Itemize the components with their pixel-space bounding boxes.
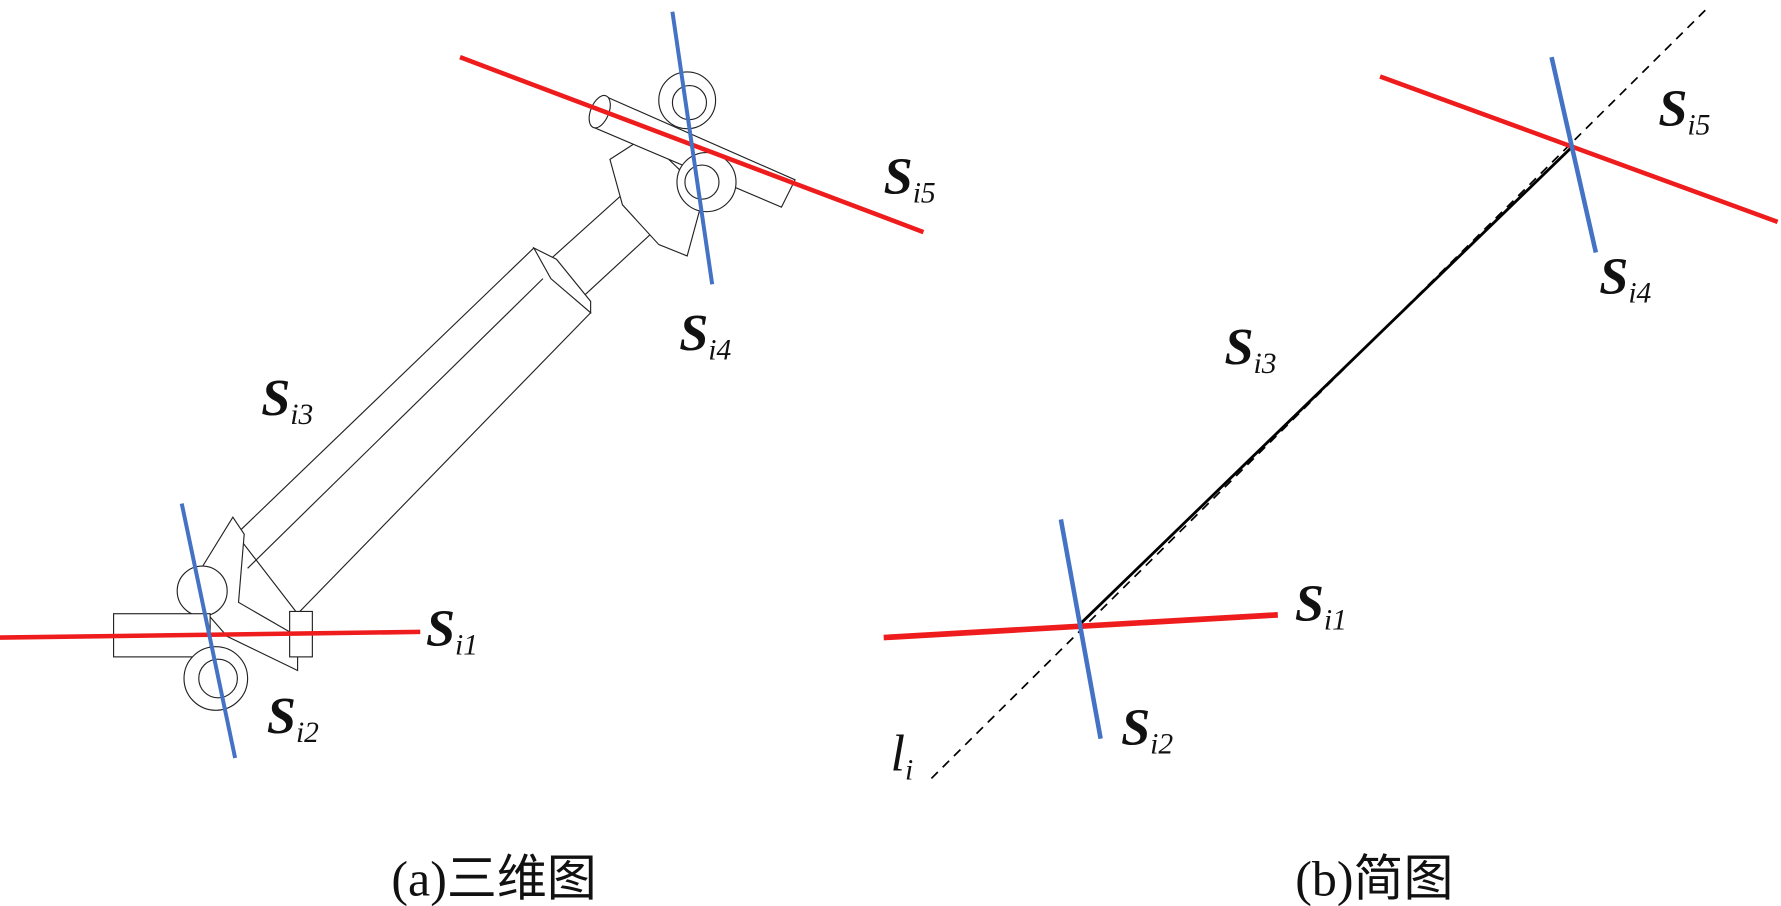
label-si2: Si2 xyxy=(1121,698,1173,760)
cylinder-edge xyxy=(247,278,544,569)
label-si4: Si4 xyxy=(1599,247,1651,309)
upper-joint-ring-inner xyxy=(671,84,708,121)
label-si5: Si5 xyxy=(884,147,936,209)
axis-si2-line xyxy=(179,503,238,759)
panel-a-3d-view: Si1 Si2 Si3 Si4 Si5 (a)三维图 xyxy=(0,11,936,906)
axis-si4-line xyxy=(1549,56,1599,254)
axis-si5-line xyxy=(1379,74,1779,224)
axis-si4-line xyxy=(670,11,715,285)
panel-b-schematic: Si1 Si2 Si3 Si4 Si5 li (b)简图 xyxy=(883,8,1779,906)
label-li: li xyxy=(891,724,914,786)
leg-link-line xyxy=(1078,147,1572,627)
label-si1: Si1 xyxy=(1295,575,1347,637)
upper-eye-hole xyxy=(684,164,720,200)
caption-a: (a)三维图 xyxy=(391,850,596,906)
label-si3: Si3 xyxy=(1224,318,1276,380)
axis-si2-line xyxy=(1058,519,1103,740)
caption-b: (b)简图 xyxy=(1295,850,1453,906)
label-si3: Si3 xyxy=(261,369,313,431)
cylinder-collar xyxy=(532,246,592,314)
label-si4: Si4 xyxy=(679,304,731,366)
label-si5: Si5 xyxy=(1658,79,1710,141)
label-si2: Si2 xyxy=(267,687,319,749)
label-si1: Si1 xyxy=(426,600,478,662)
